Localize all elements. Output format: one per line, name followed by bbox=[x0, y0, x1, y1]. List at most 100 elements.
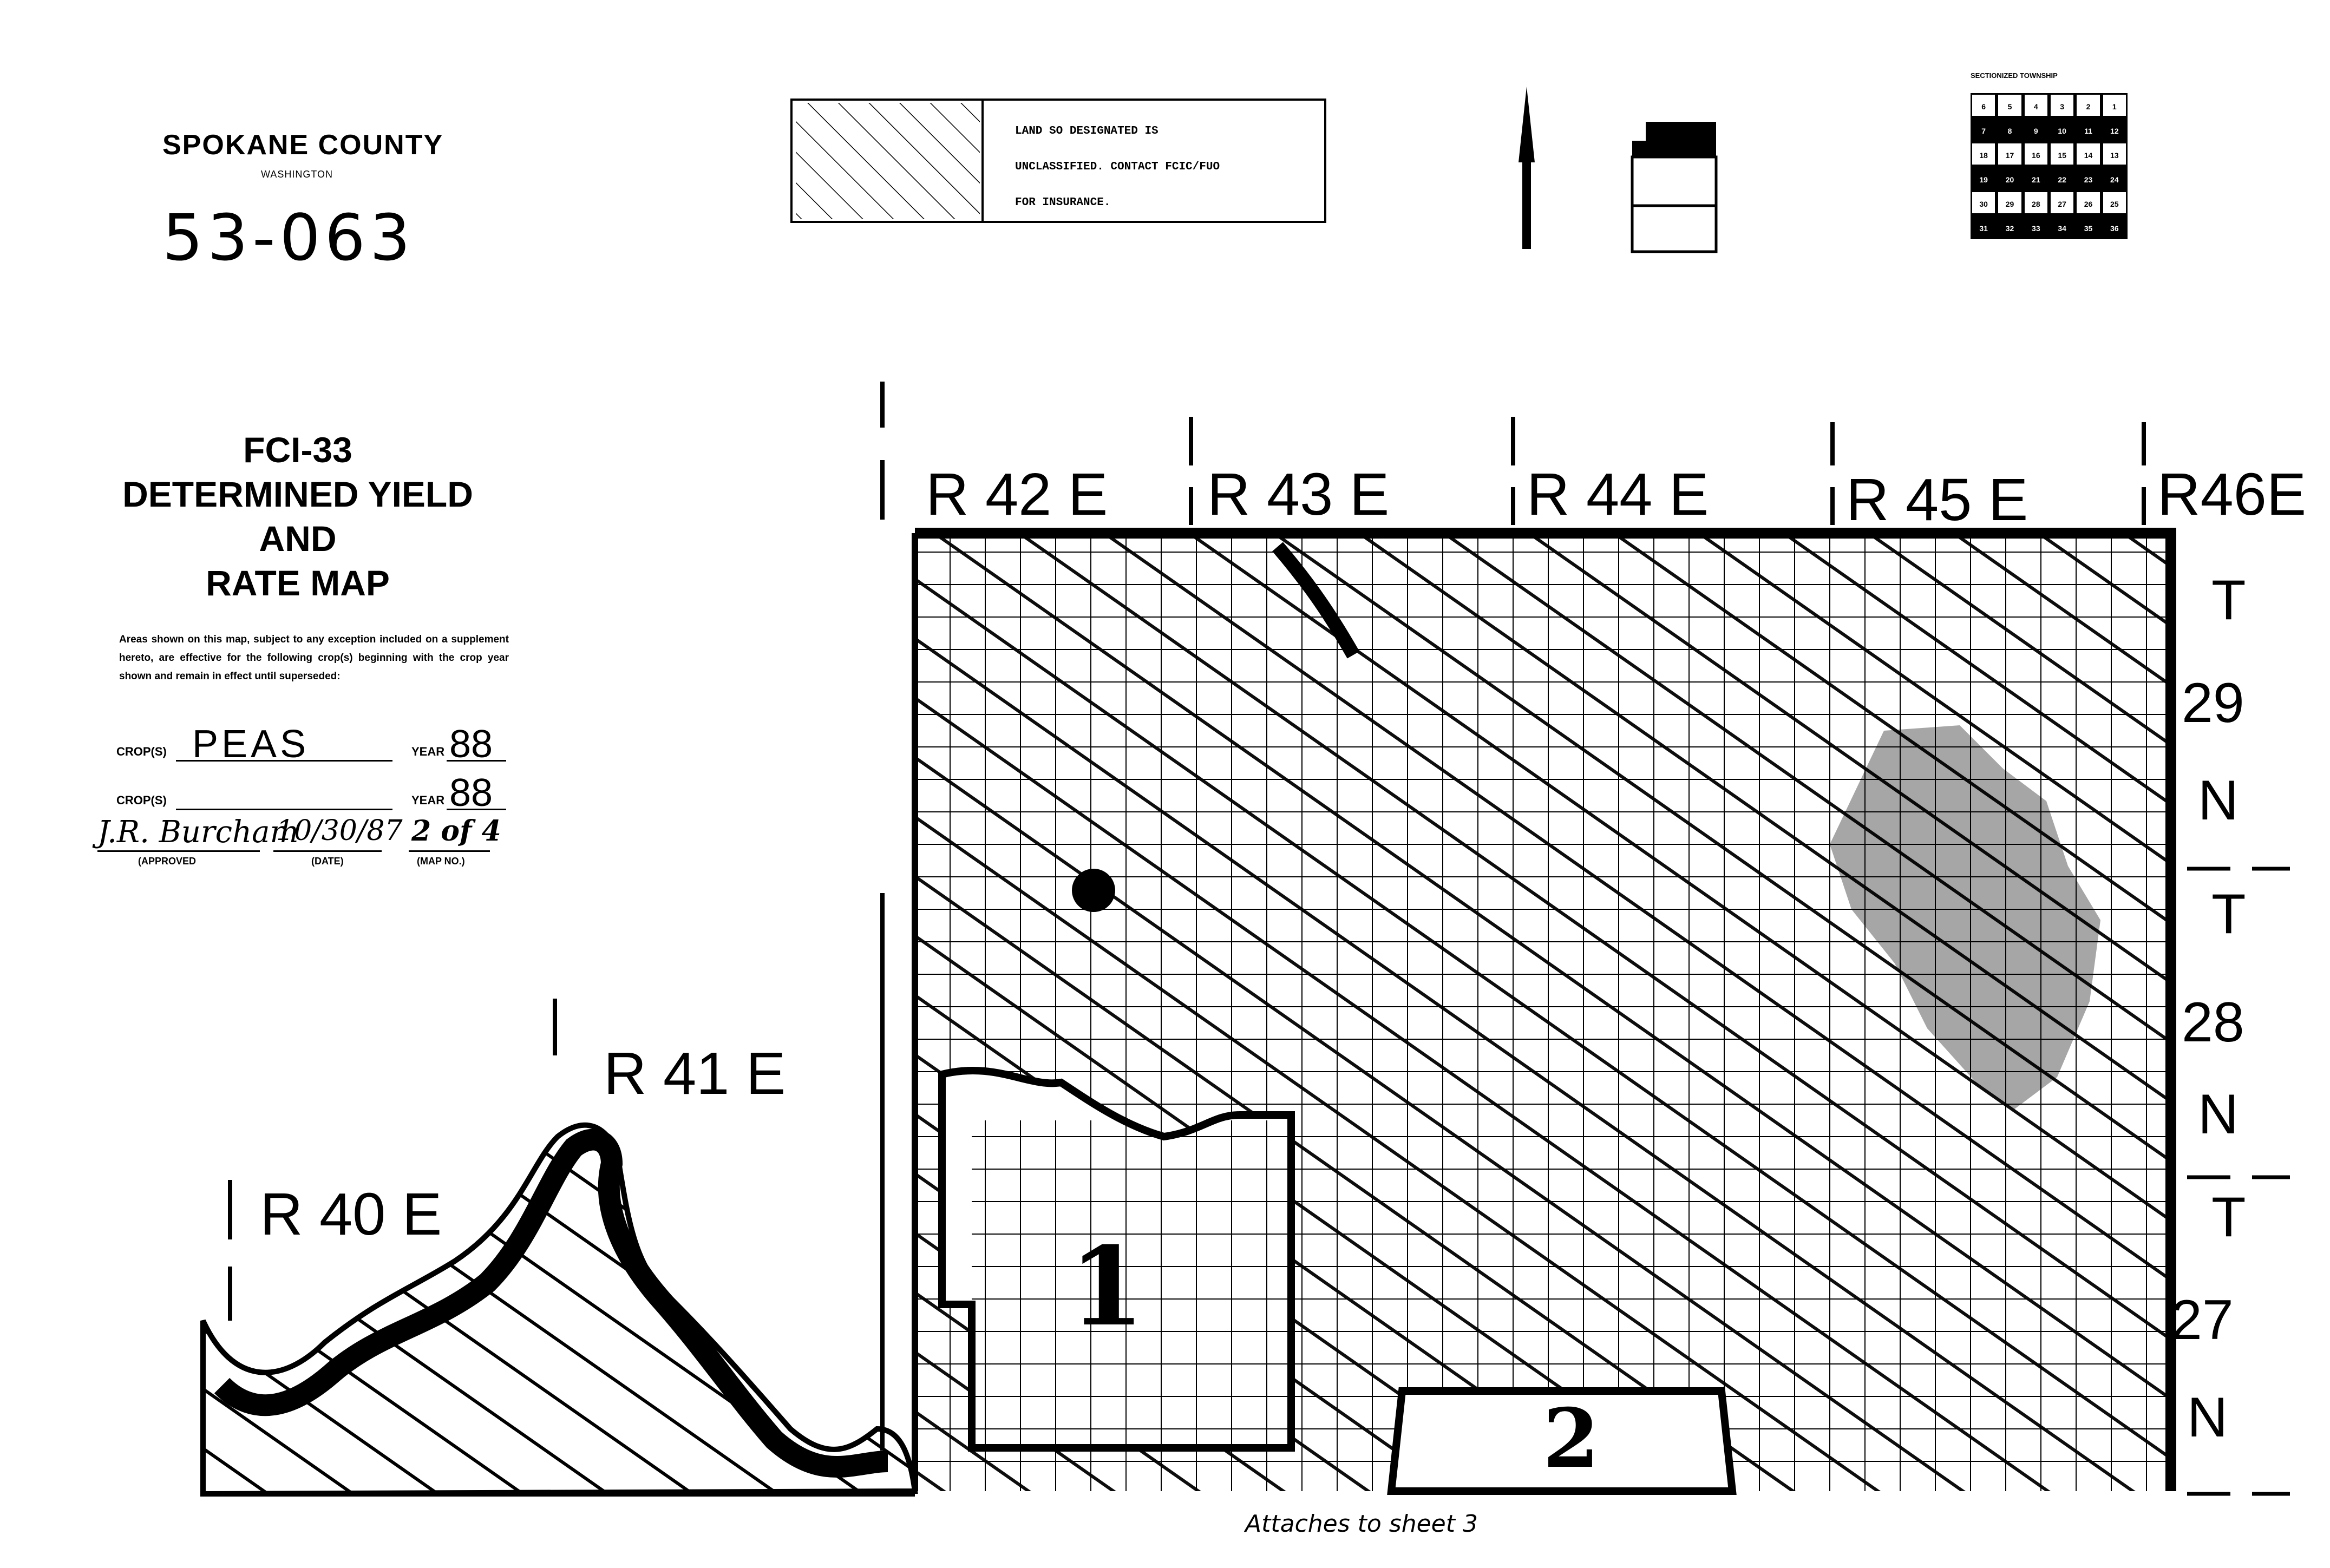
river bbox=[1272, 542, 1360, 659]
township-section-cell: 21 bbox=[2023, 166, 2049, 191]
crop-value-1: PEAS bbox=[192, 723, 310, 766]
township-section-cell: 32 bbox=[1997, 215, 2023, 239]
year-value-2: 88 bbox=[449, 771, 493, 815]
crop-underline-2 bbox=[176, 809, 392, 810]
title-block: FCI-33 DETERMINED YIELD AND RATE MAP bbox=[87, 428, 509, 605]
index-map-icon bbox=[1631, 122, 1718, 253]
township-section-cell: 12 bbox=[2101, 117, 2128, 142]
township-section-cell: 33 bbox=[2023, 215, 2049, 239]
township-section-cell: 20 bbox=[1997, 166, 2023, 191]
township-section-cell: 31 bbox=[1971, 215, 1997, 239]
form-number: FCI-33 bbox=[243, 430, 352, 470]
shaded-area bbox=[1830, 725, 2100, 1110]
area-label-1: 1 bbox=[1069, 1223, 1145, 1350]
county-name: SPOKANE COUNTY bbox=[162, 129, 444, 161]
map-number: 2 of 4 bbox=[411, 815, 501, 848]
legend-box bbox=[790, 99, 1326, 223]
range-label-41e: R 41 E bbox=[604, 1040, 786, 1107]
crops-label-2: CROP(S) bbox=[116, 793, 167, 807]
township-section-cell: 19 bbox=[1971, 166, 1997, 191]
township-28n-t: T bbox=[2211, 883, 2246, 946]
title-line-4: RATE MAP bbox=[206, 563, 390, 603]
year-label-1: YEAR bbox=[411, 745, 445, 758]
township-section-cell: 17 bbox=[1997, 142, 2023, 166]
legend-hatch-swatch bbox=[796, 103, 980, 219]
sectionized-township-title: SECTIONIZED TOWNSHIP bbox=[1971, 71, 2058, 80]
township-dividers bbox=[2187, 867, 2290, 1496]
crop-underline-1 bbox=[176, 760, 392, 762]
township-section-cell: 29 bbox=[1997, 191, 2023, 215]
west-lobe bbox=[200, 1122, 918, 1497]
township-section-cell: 5 bbox=[1997, 93, 2023, 117]
county-code: 53-063 bbox=[162, 200, 415, 275]
township-section-cell: 8 bbox=[1997, 117, 2023, 142]
date-label: (DATE) bbox=[311, 856, 344, 867]
area-1-grid bbox=[972, 1120, 1291, 1448]
range-label-43e: R 43 E bbox=[1207, 461, 1390, 528]
township-section-cell: 9 bbox=[2023, 117, 2049, 142]
township-section-cell: 34 bbox=[2049, 215, 2076, 239]
township-section-cell: 28 bbox=[2023, 191, 2049, 215]
township-section-cell: 24 bbox=[2101, 166, 2128, 191]
township-29n-n: N bbox=[2198, 769, 2239, 832]
year-label-2: YEAR bbox=[411, 793, 445, 807]
legend-line-3: FOR INSURANCE. bbox=[1015, 196, 1111, 209]
township-section-cell: 27 bbox=[2049, 191, 2076, 215]
range-dividers bbox=[228, 382, 2146, 1451]
township-section-cell: 6 bbox=[1971, 93, 1997, 117]
year-underline-1 bbox=[447, 760, 506, 762]
township-section-cell: 25 bbox=[2101, 191, 2128, 215]
range-label-42e: R 42 E bbox=[926, 461, 1108, 528]
township-29n-t: T bbox=[2211, 569, 2246, 632]
township-section-cell: 7 bbox=[1971, 117, 1997, 142]
legend-line-2: UNCLASSIFIED. CONTACT FCIC/FUO bbox=[1015, 161, 1220, 173]
area-label-2: 2 bbox=[1543, 1391, 1600, 1486]
state-name: WASHINGTON bbox=[261, 169, 333, 180]
township-section-cell: 13 bbox=[2101, 142, 2128, 166]
attaches-note: Attaches to sheet 3 bbox=[1245, 1510, 1478, 1538]
range-label-45e: R 45 E bbox=[1846, 467, 2028, 533]
township-section-cell: 15 bbox=[2049, 142, 2076, 166]
township-section-cell: 30 bbox=[1971, 191, 1997, 215]
map-border bbox=[915, 528, 2176, 1491]
year-value-1: 88 bbox=[449, 723, 493, 766]
area-2-region bbox=[1387, 1387, 1737, 1495]
effective-note: Areas shown on this map, subject to any … bbox=[119, 634, 509, 682]
crops-label-1: CROP(S) bbox=[116, 745, 167, 758]
north-arrow-icon bbox=[1519, 87, 1535, 249]
year-underline-2 bbox=[447, 809, 506, 810]
township-28n-n: N bbox=[2198, 1083, 2239, 1146]
township-section-cell: 26 bbox=[2075, 191, 2102, 215]
main-map-area bbox=[912, 528, 2176, 1495]
township-section-cell: 36 bbox=[2101, 215, 2128, 239]
township-section-cell: 22 bbox=[2049, 166, 2076, 191]
mapno-label: (MAP NO.) bbox=[417, 856, 465, 867]
date-underline bbox=[273, 850, 382, 852]
legend-line-1: LAND SO DESIGNATED IS bbox=[1015, 125, 1159, 137]
title-line-3: AND bbox=[259, 519, 337, 559]
township-28n-num: 28 bbox=[2182, 991, 2244, 1054]
township-section-cell: 18 bbox=[1971, 142, 1997, 166]
township-section-cell: 35 bbox=[2075, 215, 2102, 239]
mapno-underline bbox=[409, 850, 490, 852]
crop-row-1: CROP(S) PEAS YEAR 88 bbox=[116, 723, 506, 766]
approval-date: 10/30/87 bbox=[276, 815, 403, 847]
title-line-2: DETERMINED YIELD bbox=[122, 474, 473, 514]
township-section-cell: 14 bbox=[2075, 142, 2102, 166]
range-label-44e: R 44 E bbox=[1527, 461, 1709, 528]
township-section-cell: 1 bbox=[2101, 93, 2128, 117]
township-27n-t: T bbox=[2211, 1186, 2246, 1249]
range-label-40e: R 40 E bbox=[260, 1181, 442, 1248]
township-section-cell: 23 bbox=[2075, 166, 2102, 191]
legend-text: LAND SO DESIGNATED IS UNCLASSIFIED. CONT… bbox=[1015, 114, 1220, 221]
township-section-cell: 3 bbox=[2049, 93, 2076, 117]
township-section-cell: 2 bbox=[2075, 93, 2102, 117]
town-marker bbox=[1072, 869, 1115, 912]
approved-underline bbox=[97, 850, 260, 852]
township-29n-num: 29 bbox=[2182, 672, 2244, 734]
crop-row-2: CROP(S) YEAR 88 bbox=[116, 771, 506, 815]
range-label-46e: R46E bbox=[2157, 461, 2307, 528]
township-section-cell: 10 bbox=[2049, 117, 2076, 142]
